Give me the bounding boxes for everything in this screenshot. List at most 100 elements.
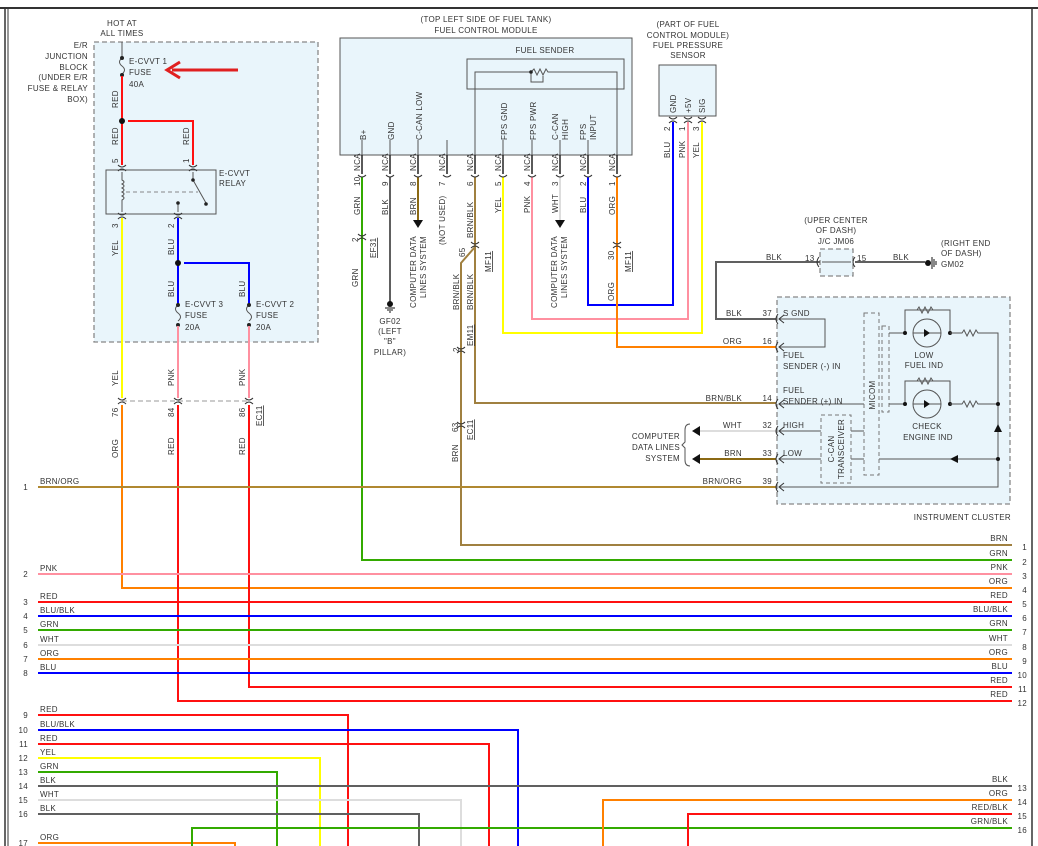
node (996, 402, 1000, 406)
row-number: 5 (23, 626, 28, 635)
connector-name: MF11 (624, 251, 633, 272)
pin-number: 2 (452, 347, 461, 352)
pin-name: S GND (783, 309, 810, 318)
connector-mark (456, 346, 466, 354)
fuel-pressure-sensor: (PART OF FUEL CONTROL MODULE) FUEL PRESS… (647, 20, 729, 158)
node (903, 402, 907, 406)
wire-label: BLU (238, 281, 247, 297)
wire-label: RED (40, 705, 58, 714)
pin-number: 7 (438, 181, 447, 186)
ground-icon (925, 260, 931, 266)
pin-name: C-CAN LOW (415, 91, 424, 140)
wire-label: RED (111, 90, 120, 108)
row-number: 7 (23, 655, 28, 664)
red-annotation-arrow (164, 60, 238, 80)
row-number: 6 (23, 641, 28, 650)
fuel-control-module: (TOP LEFT SIDE OF FUEL TANK) FUEL CONTRO… (339, 15, 633, 174)
sensor-location: CONTROL MODULE) (647, 31, 729, 40)
hot-label: HOT AT (107, 19, 137, 28)
harness-wire (191, 827, 1012, 846)
row-number: 12 (19, 754, 29, 763)
nca-label: NCA (551, 153, 560, 171)
row-number: 2 (23, 570, 28, 579)
wire-label: BRN (451, 444, 460, 462)
row-number: 5 (1022, 600, 1027, 609)
pin-number: 1 (608, 181, 617, 186)
row-number: 8 (1022, 643, 1027, 652)
fuse-icon (175, 304, 181, 322)
wire-label: BLU (579, 197, 588, 213)
wire-label: ORG (989, 648, 1008, 657)
wire-org (616, 177, 776, 348)
wire-label: BLK (992, 775, 1008, 784)
pin-number: 1 (182, 158, 191, 163)
wire-label: BRN/BLK (466, 273, 475, 310)
connector-mark (775, 398, 785, 410)
junction-block-title: BOX) (67, 95, 88, 104)
pin-name: FPS (579, 124, 588, 140)
resistor-icon (916, 305, 934, 386)
pin-number: 32 (763, 421, 773, 430)
nca-label: NCA (608, 153, 617, 171)
data-lines-label[interactable]: COMPUTER (632, 432, 680, 441)
connector-mark (470, 241, 480, 249)
row-number: 10 (19, 726, 29, 735)
row-number: 15 (19, 796, 29, 805)
wire-red (248, 405, 1012, 688)
wire-yel (502, 122, 703, 334)
fuse-terminal (120, 56, 124, 60)
pin-name: LOW (783, 449, 802, 458)
wire-label: GRN (40, 762, 59, 771)
row-number: 9 (1022, 657, 1027, 666)
ground-location: "B" (384, 337, 396, 346)
node (903, 331, 907, 335)
fuse-terminal (247, 303, 251, 307)
pin-number: 14 (763, 394, 773, 403)
data-lines-label[interactable]: LINES SYSTEM (560, 236, 569, 298)
wire-label: BRN (409, 197, 418, 215)
row-number: 11 (19, 740, 28, 749)
pin-number: 84 (167, 407, 176, 417)
lamp2-label: CHECK (912, 422, 942, 431)
pin-number: 65 (458, 247, 467, 257)
wire-blu (184, 262, 250, 305)
nca-label: NCA (523, 153, 532, 171)
fuse2-name: E-CVVT 2 (256, 300, 295, 309)
pin-number: 30 (607, 250, 616, 260)
pin-number: 2 (663, 126, 672, 131)
row-number: 2 (1022, 558, 1027, 567)
wire-label: YEL (692, 142, 701, 158)
wire-label: PNK (40, 564, 58, 573)
relay-box (105, 169, 217, 215)
wire-label: GRN (989, 619, 1008, 628)
hot-label: ALL TIMES (100, 29, 143, 38)
pin-name: GND (387, 121, 396, 140)
data-lines-label[interactable]: DATA LINES (632, 443, 680, 452)
data-lines-label[interactable]: LINES SYSTEM (419, 236, 428, 298)
connector-mark (357, 174, 367, 178)
row-number: 17 (19, 839, 29, 846)
sensor-title: FUEL PRESSURE (653, 41, 723, 50)
lamp1-label: FUEL IND (905, 361, 944, 370)
pin-name: HIGH (561, 119, 570, 140)
wire-label: BLU/BLK (973, 605, 1008, 614)
ground-symbol (931, 257, 937, 269)
pin-name: SENDER (+) IN (783, 397, 843, 406)
junction-block-title: (UNDER E/R (38, 73, 88, 82)
connector-name: MF11 (484, 251, 493, 272)
connector-mark (470, 174, 480, 178)
data-lines-label[interactable]: COMPUTER DATA (550, 236, 559, 308)
row-number: 4 (1022, 586, 1027, 595)
wire-label: BLK (40, 776, 56, 785)
lamp2-label: ENGINE IND (903, 433, 953, 442)
wire-label: BLU/BLK (40, 606, 75, 615)
data-lines-label[interactable]: SYSTEM (645, 454, 680, 463)
connector-mark (852, 256, 856, 268)
wire-label: YEL (111, 370, 120, 386)
lamp1-label: LOW (914, 351, 933, 360)
wire-label: BLU (663, 142, 672, 158)
wire-label: BLU (992, 662, 1008, 671)
data-lines-label[interactable]: COMPUTER DATA (409, 236, 418, 308)
